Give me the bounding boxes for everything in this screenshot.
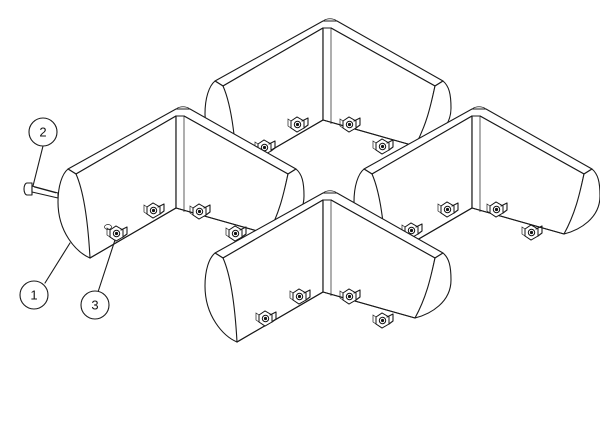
balloon-3: 3: [80, 290, 110, 320]
balloon-label: 2: [39, 125, 46, 140]
fastener-icon: [372, 312, 394, 329]
leader-line-3: [97, 239, 116, 293]
leader-line-2: [32, 145, 44, 187]
loose-bolt: [23, 182, 59, 199]
balloon-label: 1: [30, 288, 37, 303]
fastener-icon: [521, 224, 543, 241]
bolt-hole: [104, 224, 112, 230]
fastener-icon: [372, 138, 394, 155]
leader-line-1: [44, 242, 71, 284]
balloon-1: 1: [19, 280, 49, 310]
balloon-2: 2: [28, 117, 58, 147]
balloon-label: 3: [91, 298, 98, 313]
